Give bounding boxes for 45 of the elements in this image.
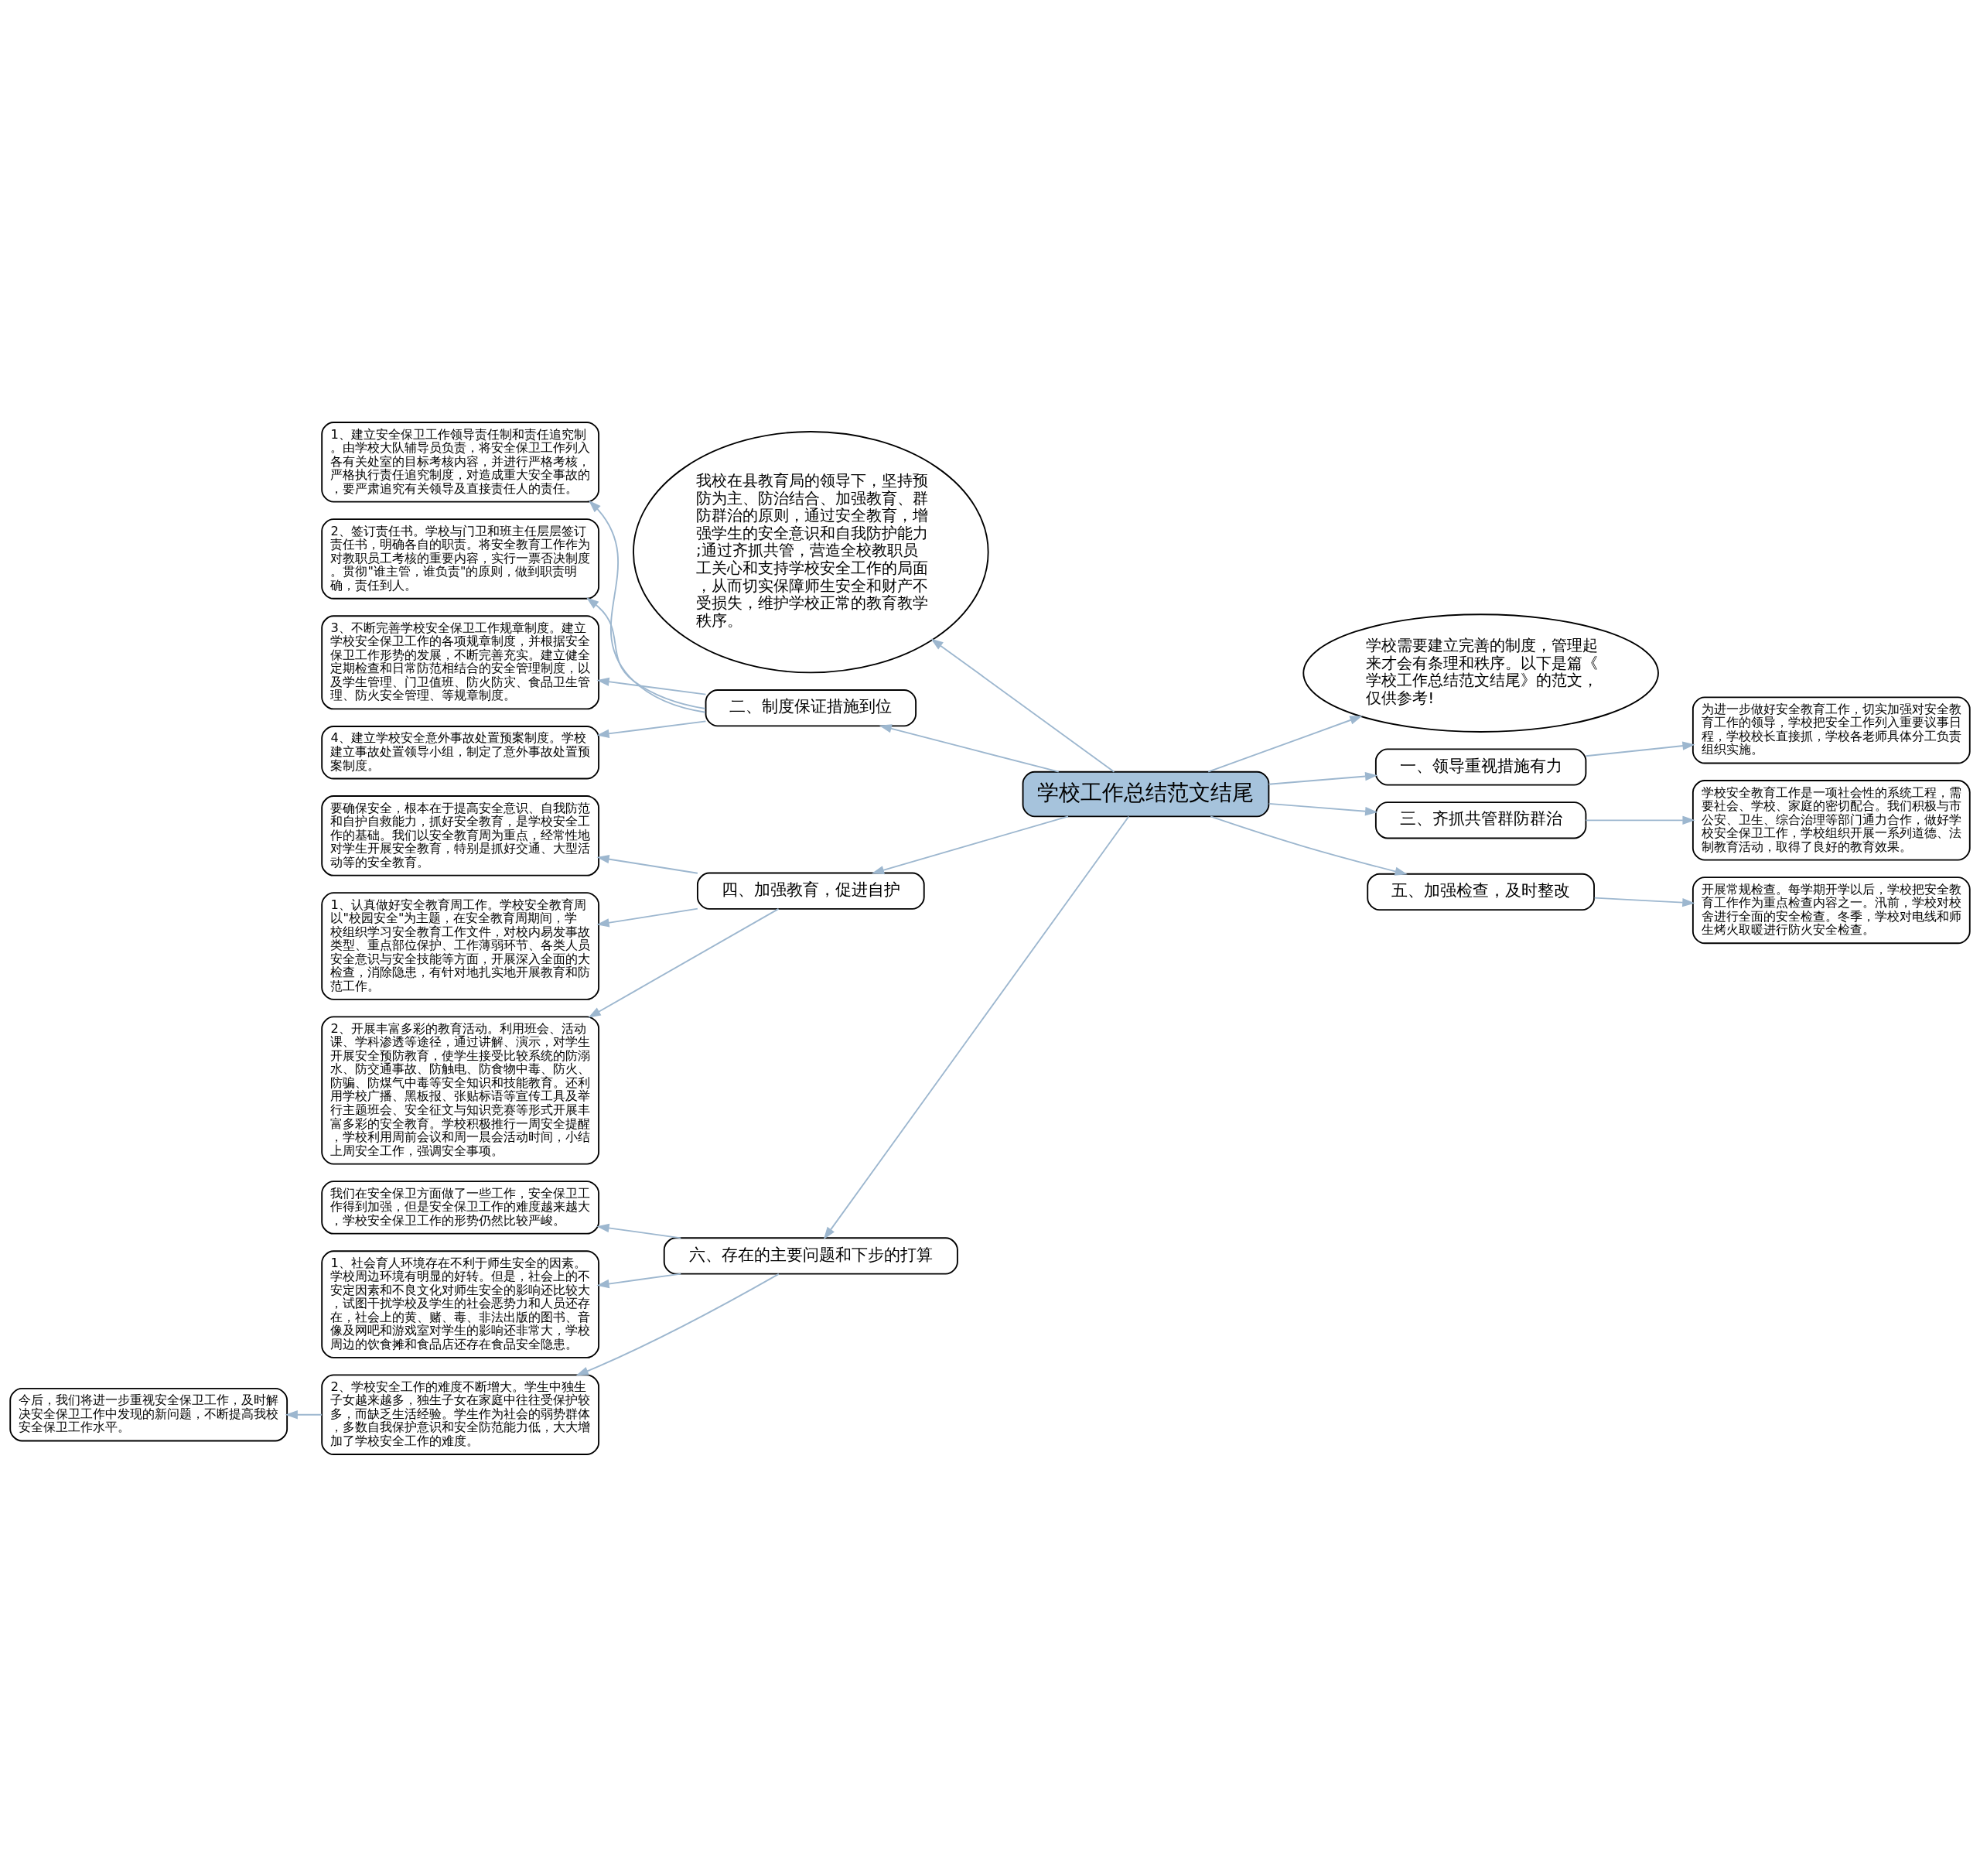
node-box: 二、制度保证措施到位 xyxy=(705,689,917,726)
arrow xyxy=(1585,815,1695,825)
arrow xyxy=(586,596,706,709)
node-box: 我们在安全保卫方面做了一些工作，安全保卫工作得到加强，但是安全保卫工作的难度越来越大，学校安全保卫工作的形势仍然比较严峻。 xyxy=(321,1180,600,1235)
node-box: 为进一步做好安全教育工作，切实加强对安全教育工作的领导，学校把安全工作列入重要议事日程，学校校长直接抓，学校各老师具体分工负责组织实施。 xyxy=(1692,695,1971,764)
node-box: 1、社会育人环境存在不利于师生安全的因素。学校周边环境有明显的好转。但是，社会上的不安定因素和不良文化对师生安全的影响还比较大，试图干扰学校及学生的社会恶势力和人员还存在，社会上的黄、赌、毒、非法出版的图书、音像及网吧和游戏室对学生的影响还非常大，学校周边的饮食摊和食品店还存在食品安全隐患。 xyxy=(321,1249,600,1358)
arrow xyxy=(596,1273,682,1288)
node-ellipse: 学校需要建立完善的制度，管理起来才会有条理和秩序。以下是篇《学校工作总结范文结尾》的范文，仅供参考! xyxy=(1302,613,1659,733)
node-ellipse: 我校在县教育局的领导下，坚持预防为主、防治结合、加强教育、群防群治的原则，通过安全教育，增强学生的安全意识和自我防护能力;通过齐抓共管，营造全校教职员工关心和支持学校安全工作的局面，从而切实保障师生安全和财产不受损失，维护学校正常的教育教学秩序。 xyxy=(633,430,989,673)
arrow xyxy=(930,637,1115,773)
arrow xyxy=(589,500,706,713)
arrow xyxy=(596,907,698,927)
arrow xyxy=(1268,802,1378,815)
node-box: 1、建立安全保卫工作领导责任制和责任追究制。由学校大队辅导员负责，将安全保卫工作列入各有关处室的目标考核内容，并进行严格考核，严格执行责任追究制度，对造成重大安全事故的，要严肃追究有关领导及直接责任人的责任。 xyxy=(321,421,600,503)
node-box: 今后，我们将进一步重视安全保卫工作，及时解决安全保卫工作中发现的新问题，不断提高我校安全保卫工作水平。 xyxy=(9,1387,288,1441)
node-box: 一、领导重视措施有力 xyxy=(1374,747,1587,786)
node-box: 4、建立学校安全意外事故处置预案制度。学校建立事故处置领导小组，制定了意外事故处置预案制度。 xyxy=(321,725,600,779)
node-box: 2、学校安全工作的难度不断增大。学生中独生子女越来越多，独生子女在家庭中往往受保护较多，而缺乏生活经验。学生作为社会的弱势群体，多数自我保护意识和安全防范能力低，大大增加了学校安全工作的难度。 xyxy=(321,1373,600,1455)
node-box: 开展常规检查。每学期开学以后，学校把安全教育工作作为重点检查内容之一。汛前，学校对校舍进行全面的安全检查。冬季，学校对电线和师生烤火取暖进行防火安全检查。 xyxy=(1692,876,1971,944)
arrow xyxy=(1593,897,1695,907)
node-box: 3、不断完善学校安全保卫工作规章制度。建立学校安全保卫工作的各项规章制度，并根据安全保卫工作形势的发展，不断完善充实。建立健全定期检查和日常防范相结合的安全管理制度，以及学生管理、门卫值班、防火防灾、食品卫生管理、防火安全管理、等规章制度。 xyxy=(321,614,600,709)
arrow xyxy=(575,1273,780,1375)
node-box: 1、认真做好安全教育周工作。学校安全教育周以"校园安全"为主题，在安全教育周期间，学校组织学习安全教育工作文件，对校内易发事故类型、重点部位保护、工作薄弱环节、各类人员安全意识与安全技能等方面，开展深入全面的大检查，消除隐患，有针对地扎实地开展教育和防范工作。 xyxy=(321,891,600,1000)
arrow xyxy=(1210,815,1408,876)
arrow xyxy=(596,719,707,738)
node-box: 六、存在的主要问题和下步的打算 xyxy=(663,1236,958,1275)
arrow xyxy=(596,854,698,874)
arrow xyxy=(588,907,780,1018)
arrow xyxy=(879,723,1060,773)
arrow xyxy=(1268,771,1378,785)
node-box: 学校工作总结范文结尾 xyxy=(1022,771,1270,817)
arrow xyxy=(596,1223,682,1239)
node-box: 2、开展丰富多彩的教育活动。利用班会、活动课、学科渗透等途径，通过讲解、演示，对学生开展安全预防教育，使学生接受比较系统的防溺水、防交通事故、防触电、防食物中毒、防火、防骗、防煤气中毒等安全知识和技能教育。还利用学校广播、黑板报、张贴标语等宣传工具及举行主题班会、安全征文与知识竞赛等形式开展丰富多彩的安全教育。学校积极推行一周安全提醒，学校利用周前会议和周一晨会活动时间，小结上周安全工作，强调安全事项。 xyxy=(321,1015,600,1164)
arrow xyxy=(1207,715,1363,773)
node-box: 要确保安全，根本在于提高安全意识、自我防范和自护自救能力，抓好安全教育，是学校安全工作的基础。我们以安全教育周为重点，经常性地对学生开展安全教育，特别是抓好交通、大型活动等的安全教育。 xyxy=(321,794,600,876)
node-box: 四、加强教育，促进自护 xyxy=(696,872,925,910)
arrow xyxy=(823,815,1130,1239)
arrow xyxy=(596,677,707,695)
node-box: 三、齐抓共管群防群治 xyxy=(1374,801,1587,839)
node-box: 2、签订责任书。学校与门卫和班主任层层签订责任书，明确各自的职责。将安全教育工作作为对教职员工考核的重要内容，实行一票否决制度。贯彻"谁主管，谁负责"的原则，做到职责明确，责任到人。 xyxy=(321,518,600,600)
node-box: 五、加强检查，及时整改 xyxy=(1367,873,1595,911)
arrow xyxy=(871,815,1069,874)
arrow xyxy=(1585,740,1695,757)
arrow xyxy=(285,1410,323,1419)
node-box: 学校安全教育工作是一项社会性的系统工程，需要社会、学校、家庭的密切配合。我们积极与市公安、卫生、综合治理等部门通力合作，做好学校安全保卫工作，学校组织开展一系列道德、法制教育活动，取得了良好的教育效果。 xyxy=(1692,779,1971,861)
